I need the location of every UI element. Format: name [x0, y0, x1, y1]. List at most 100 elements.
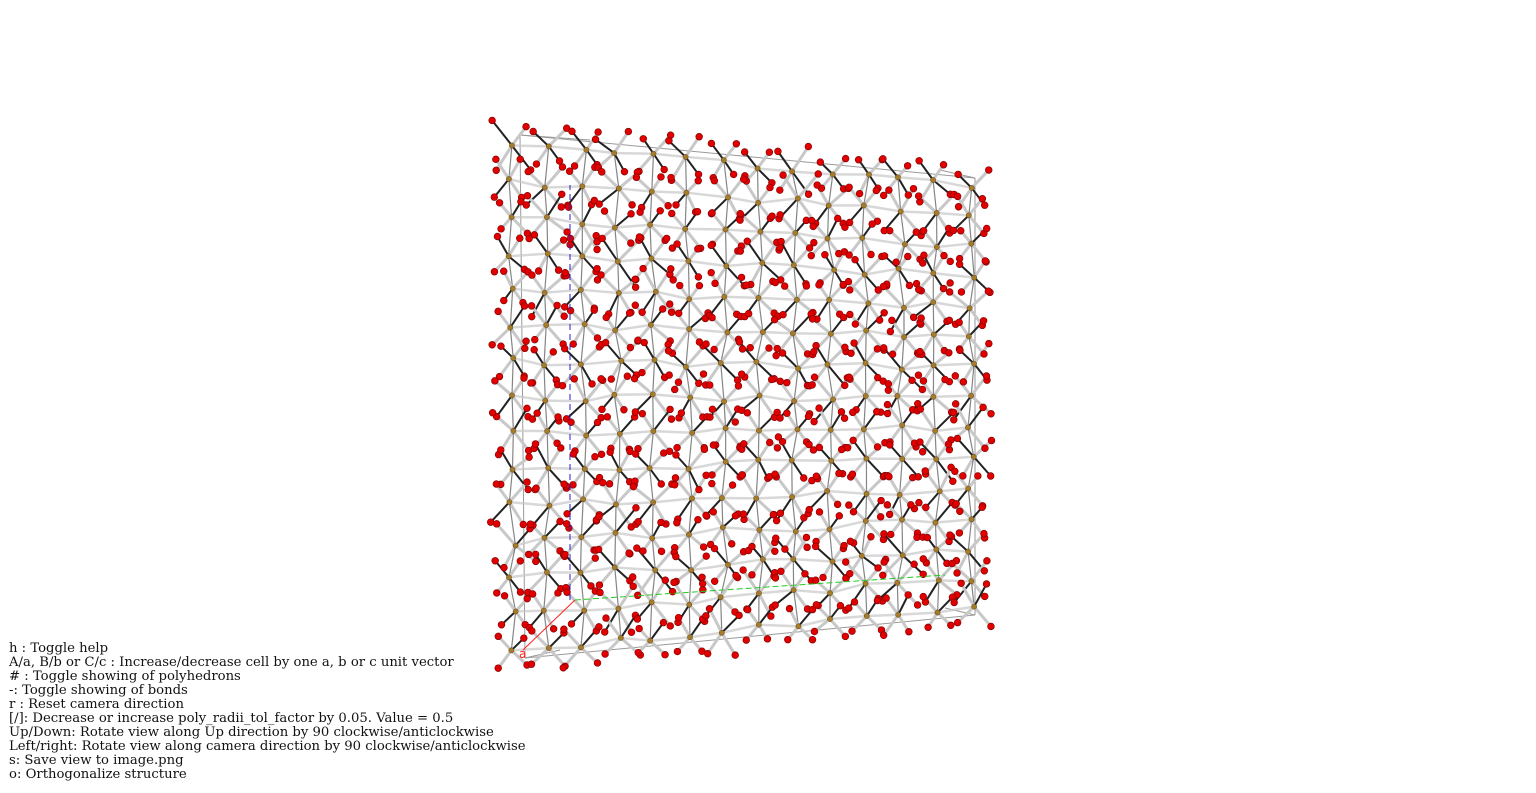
axis-a-label: a: [519, 647, 526, 661]
oxygen-atom: [671, 474, 680, 482]
bond: [651, 257, 689, 263]
bond: [791, 429, 799, 461]
bond: [633, 377, 654, 396]
oxygen-atom: [951, 372, 960, 380]
bond: [685, 329, 690, 367]
bond: [685, 155, 724, 162]
bond: [617, 585, 635, 610]
oxygen-atom: [732, 571, 740, 580]
oxygen-atom: [833, 214, 842, 223]
bond: [687, 468, 700, 491]
metal-atom: [895, 265, 902, 272]
oxygen-atom: [946, 531, 954, 539]
bond: [612, 130, 630, 154]
bond: [758, 458, 792, 462]
bond: [580, 289, 586, 325]
oxygen-atom: [699, 543, 708, 551]
oxygen-atom: [979, 317, 988, 325]
oxygen-atom: [953, 618, 962, 627]
oxygen-atom: [597, 450, 606, 459]
oxygen-atom: [529, 127, 537, 136]
metal-atom: [724, 329, 731, 336]
bond: [727, 558, 764, 567]
metal-atom: [756, 527, 763, 533]
bond: [831, 376, 849, 401]
bond: [901, 536, 919, 557]
metal-atom: [792, 230, 799, 236]
metal-atom: [933, 546, 940, 553]
bond: [967, 427, 975, 457]
bond: [688, 570, 692, 605]
bond: [827, 236, 863, 240]
oxygen-atom: [916, 347, 924, 356]
metal-atom: [897, 208, 904, 215]
bond: [614, 323, 652, 332]
oxygen-atom: [951, 467, 959, 476]
bond: [762, 261, 794, 267]
bond: [641, 291, 657, 313]
bond: [826, 333, 832, 365]
oxygen-atom: [659, 305, 667, 313]
oxygen-atom: [946, 257, 954, 266]
oxygen-atom: [666, 622, 674, 630]
bond: [533, 234, 549, 255]
metal-atom: [859, 235, 866, 241]
oxygen-atom: [639, 264, 647, 273]
bond: [673, 366, 688, 391]
bond: [511, 358, 514, 396]
bond: [580, 223, 599, 251]
metal-atom: [647, 221, 653, 228]
oxygen-atom: [916, 438, 924, 446]
oxygen-atom: [980, 529, 988, 538]
oxygen-atom: [494, 632, 503, 641]
oxygen-atom: [843, 443, 852, 452]
bond: [542, 592, 560, 612]
bond: [967, 488, 973, 520]
bond: [720, 362, 739, 381]
bond: [741, 394, 761, 412]
oxygen-atom: [709, 508, 717, 516]
oxygen-atom: [595, 581, 604, 589]
metal-atom: [544, 428, 551, 434]
bond: [651, 538, 656, 571]
bond: [619, 466, 650, 472]
oxygen-atom: [629, 573, 637, 581]
oxygen-atom: [840, 541, 848, 550]
oxygen-atom: [520, 374, 528, 382]
bond: [684, 156, 688, 193]
bond: [827, 361, 866, 366]
bond: [566, 185, 584, 206]
oxygen-atom: [590, 306, 598, 314]
oxygen-atom: [670, 385, 679, 394]
oxygen-atom: [567, 418, 575, 426]
bond: [899, 458, 903, 495]
metal-atom: [936, 577, 942, 584]
oxygen-atom: [950, 408, 958, 417]
metal-atom: [647, 637, 654, 644]
bond: [722, 400, 737, 423]
bond: [791, 496, 797, 532]
bond: [614, 566, 656, 572]
oxygen-atom: [879, 191, 888, 200]
oxygen-atom: [633, 544, 641, 552]
bond: [864, 519, 885, 541]
bond: [705, 596, 722, 617]
oxygen-atom: [770, 315, 779, 324]
metal-atom: [546, 502, 553, 509]
metal-atom: [687, 634, 693, 641]
bond: [649, 223, 686, 231]
bond: [544, 535, 582, 540]
bond: [708, 608, 724, 634]
bond: [543, 363, 581, 367]
oxygen-atom: [819, 573, 827, 582]
oxygen-atom: [978, 195, 987, 203]
oxygen-atom: [558, 163, 567, 171]
bond: [510, 611, 517, 651]
metal-atom: [723, 263, 730, 269]
bond: [613, 375, 629, 396]
metal-atom: [578, 361, 584, 368]
bond: [757, 167, 793, 173]
bond: [586, 148, 615, 155]
